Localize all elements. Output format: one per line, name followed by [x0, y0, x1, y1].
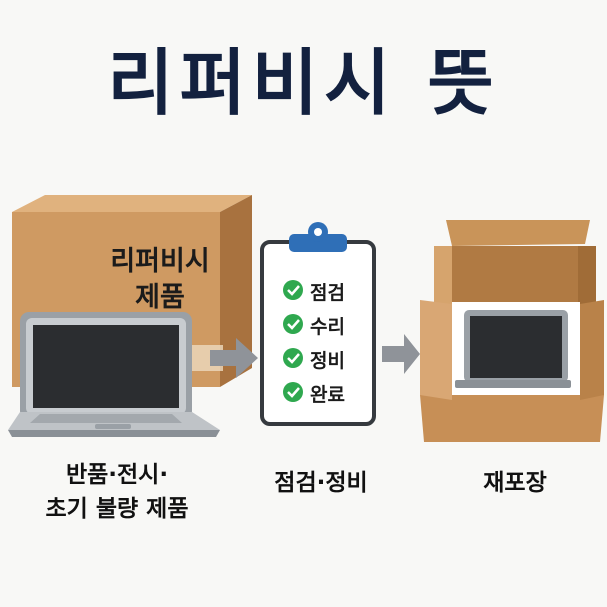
- checklist-item: 완료: [310, 384, 345, 406]
- step-label-returned: 반품·전시· 초기 불량 제품: [12, 458, 222, 526]
- step-label-inspection: 점검·정비: [246, 466, 396, 500]
- check-icon: [283, 280, 303, 300]
- laptop-icon: [455, 310, 571, 388]
- box-label-line1: 리퍼비시: [110, 246, 210, 277]
- check-icon: [283, 348, 303, 368]
- arrow-right-icon: [382, 334, 420, 374]
- arrow-right-icon: [210, 338, 258, 378]
- box-label: 리퍼비시 제품: [100, 244, 220, 316]
- box-label-line2: 제품: [135, 282, 185, 313]
- step-label-line: 반품·전시·: [65, 462, 169, 488]
- step-label-line: 초기 불량 제품: [45, 496, 189, 522]
- step-label-line: 재포장: [483, 470, 547, 496]
- step-label-repackaging: 재포장: [450, 466, 580, 500]
- step-label-line: 점검·정비: [274, 470, 368, 496]
- page-title: 리퍼비시 뜻: [107, 41, 500, 125]
- checklist-item: 정비: [310, 350, 345, 372]
- checklist-item: 수리: [310, 316, 345, 338]
- checklist-item: 점검: [310, 282, 345, 304]
- check-icon: [283, 314, 303, 334]
- laptop-icon: [8, 312, 220, 437]
- check-icon: [283, 382, 303, 402]
